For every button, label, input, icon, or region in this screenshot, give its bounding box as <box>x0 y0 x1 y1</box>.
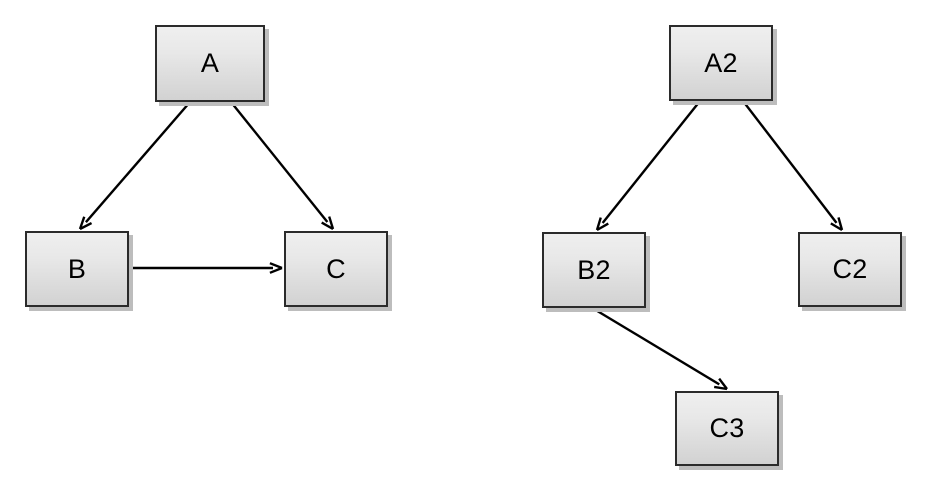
edge-a-to-b <box>78 101 191 231</box>
arrowhead-barb <box>713 385 728 391</box>
node-b[interactable]: B <box>25 231 129 307</box>
node-a2[interactable]: A2 <box>669 25 773 101</box>
edge-b2-to-c3 <box>593 307 728 391</box>
node-label: A2 <box>704 47 738 78</box>
edge-a-to-c <box>230 101 335 231</box>
arrowhead-barb <box>837 217 844 231</box>
node-label: C3 <box>709 413 745 443</box>
node-c[interactable]: C <box>284 231 388 307</box>
arrowhead-barb <box>78 216 86 230</box>
node-c2[interactable]: C2 <box>798 232 902 307</box>
node-label: B2 <box>577 254 611 285</box>
node-b2[interactable]: B2 <box>542 232 646 308</box>
node-a[interactable]: A <box>155 25 265 102</box>
node-label: C <box>326 253 346 284</box>
edge-line <box>742 100 838 224</box>
arrowhead-barb <box>79 221 93 231</box>
edge-line <box>230 101 329 223</box>
node-label: A <box>200 48 220 78</box>
edge-a2-to-c2 <box>742 100 844 232</box>
edge-a2-to-b2 <box>595 100 701 232</box>
node-c3[interactable]: C3 <box>675 391 779 466</box>
node-label: C2 <box>832 254 868 284</box>
edge-line <box>84 101 191 223</box>
arrowhead-barb <box>830 222 843 232</box>
arrowhead-barb <box>269 262 283 270</box>
node-label: B <box>67 253 87 284</box>
edge-line <box>593 307 720 386</box>
arrowhead-barb <box>596 222 609 232</box>
edge-b-to-c <box>131 262 283 274</box>
arrowhead-barb <box>718 377 728 390</box>
edge-line <box>601 100 701 224</box>
arrowhead-barb <box>321 221 334 231</box>
arrowhead-barb <box>328 216 335 230</box>
arrowhead-barb <box>269 266 283 274</box>
arrowhead-barb <box>595 217 602 231</box>
